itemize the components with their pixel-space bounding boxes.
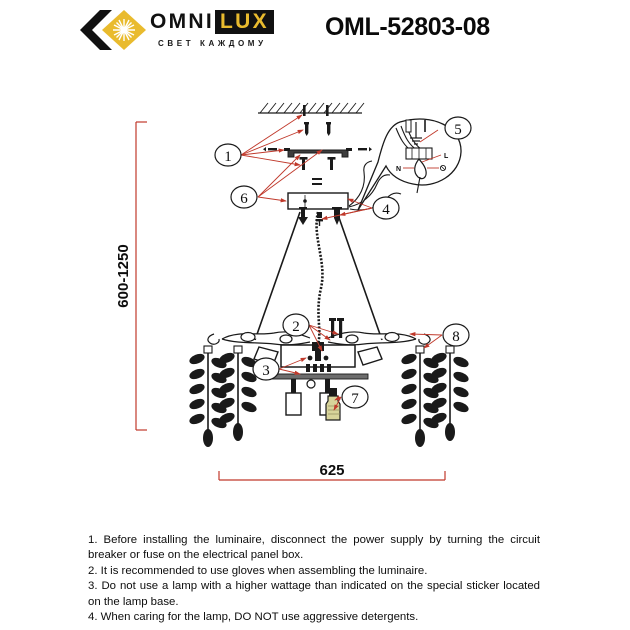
- dimension-width: [218, 471, 446, 481]
- callout-8-label: 8: [452, 329, 460, 345]
- callout-2[interactable]: 2: [282, 313, 310, 337]
- leader-lines: [240, 114, 443, 411]
- callout-7[interactable]: 7: [341, 385, 369, 409]
- callout-6[interactable]: 6: [230, 185, 258, 209]
- width-dimension-label: 625: [319, 462, 344, 479]
- callout-markers: 1 6 4 5 2: [214, 116, 472, 409]
- product-code: OML-52803-08: [325, 13, 490, 41]
- callout-6-label: 6: [240, 191, 248, 207]
- callout-4[interactable]: 4: [372, 196, 400, 220]
- instruction-item-2: 2. It is recommended to use gloves when …: [88, 564, 428, 577]
- suspension-cables: [254, 211, 383, 345]
- callout-4-label: 4: [382, 202, 390, 218]
- callout-3[interactable]: 3: [252, 357, 280, 381]
- instruction-item-4: 4. When caring for the lamp, DO NOT use …: [88, 611, 419, 624]
- installation-diagram: 600-1250 625: [0, 62, 630, 512]
- callout-8[interactable]: 8: [442, 323, 470, 347]
- callout-1[interactable]: 1: [214, 143, 242, 167]
- lamp-bulb: [325, 388, 341, 421]
- crystal-strands-right: [401, 345, 469, 447]
- diagram-svg: 600-1250 625: [115, 102, 472, 481]
- wall-anchors: [304, 122, 331, 136]
- callout-5-label: 5: [454, 122, 462, 138]
- neutral-label: N: [396, 166, 401, 173]
- callout-3-label: 3: [262, 363, 270, 379]
- live-label: L: [444, 153, 449, 160]
- logo-lux-text: LUX: [215, 10, 274, 34]
- instruction-item-1: 1. Before installing the luminaire, disc…: [88, 534, 540, 562]
- instruction-item-3: 3. Do not use a lamp with a higher watta…: [88, 580, 540, 608]
- mounting-bracket: [263, 147, 372, 170]
- logo-omni-text: OMNI: [150, 10, 215, 33]
- logo-tagline: СВЕТ КАЖДОМУ: [158, 39, 267, 48]
- height-dimension-label: 600-1250: [115, 244, 132, 307]
- omnilux-logo-icon: [78, 8, 148, 52]
- chandelier-body: [207, 318, 431, 421]
- callout-1-label: 1: [224, 149, 232, 165]
- callout-5[interactable]: 5: [444, 116, 472, 140]
- dimension-height: [135, 121, 147, 431]
- alignment-marks: [312, 178, 322, 185]
- crystal-strands-left: [189, 345, 257, 447]
- callout-7-label: 7: [351, 391, 359, 407]
- callout-2-label: 2: [292, 319, 300, 335]
- ceiling: [258, 102, 365, 116]
- instructions-list: 1. Before installing the luminaire, disc…: [88, 533, 540, 625]
